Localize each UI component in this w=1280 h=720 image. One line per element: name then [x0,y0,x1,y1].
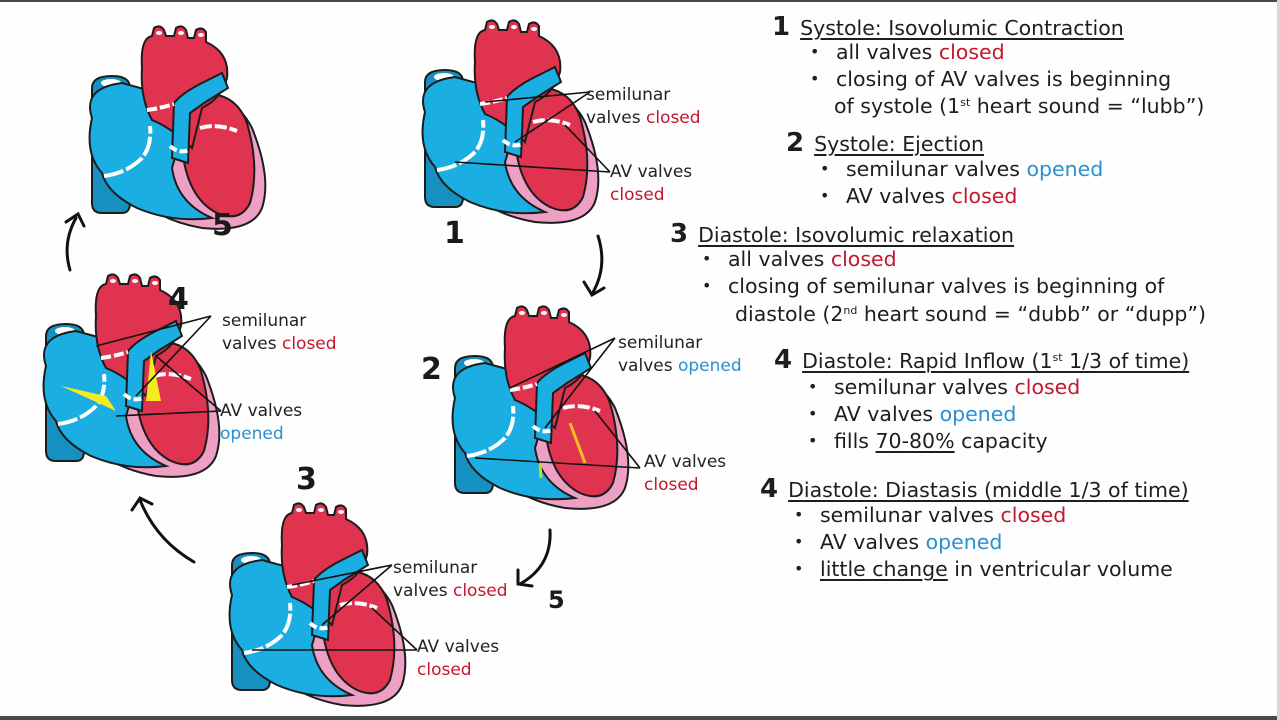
arrow-2-to-3 [516,528,552,588]
phase-4a-bullet-1: semilunar valves closed [808,375,1080,399]
phase-3-bullet-1: all valves closed [702,247,897,271]
phase-2-bullet-2: AV valves closed [820,184,1017,208]
phase-4a-bullet-3: fills 70-80% capacity [808,429,1048,453]
phase-4b-bullet-1: semilunar valves closed [794,503,1066,527]
arrow-label-5: 5 [548,586,565,614]
stage-number-5: 5 [212,208,233,243]
heart-3-av-label: AV valves closed [417,637,500,680]
stage-number-4: 4 [168,282,189,317]
heart-diagram-stage-2 [445,304,641,518]
phase-4b-bullet-3: little change in ventricular volume [794,557,1173,581]
phase-1-bullet-1: all valves closed [810,40,1005,64]
heart-4-av-label: AV valves opened [220,401,303,444]
heart-diagram-stage-5 [82,24,272,238]
phase-4a-bullet-2: AV valves opened [808,402,1016,426]
phase-2-bullet-1: semilunar valves opened [820,157,1103,181]
heart-diagram-stage-4 [36,272,226,486]
heart-4-semilunar-label: semilunar valves closed [222,311,337,354]
arrow-1-to-2 [582,234,606,298]
heart-diagram-stage-1 [415,18,611,232]
stage-number-1: 1 [444,216,465,251]
stage-number-3: 3 [296,462,317,497]
heart-2-semilunar-label: semilunar valves opened [618,333,742,376]
phase-3-bullet-2: closing of semilunar valves is beginning… [702,274,1164,298]
frame-right-border [1277,0,1280,720]
phase-1-bullet-2: closing of AV valves is beginning [810,67,1171,91]
stage-number-2: 2 [421,352,442,387]
heart-3-semilunar-label: semilunar valves closed [393,558,508,601]
phase-1-bullet-2-continued: of systole (1st heart sound = “lubb”) [834,94,1205,118]
frame-bottom-border [0,716,1280,720]
heart-1-av-label: AV valves closed [610,162,693,205]
frame-top-border [0,0,1280,2]
heart-1-semilunar-label: semilunar valves closed [586,85,701,128]
heart-diagram-stage-3 [222,501,418,715]
arrow-4-to-5 [64,211,86,272]
phase-4b-bullet-2: AV valves opened [794,530,1002,554]
heart-2-av-label: AV valves closed [644,452,727,495]
arrow-3-to-4 [130,496,196,564]
phase-3-bullet-2-continued: diastole (2nd heart sound = “dubb” or “d… [735,302,1207,326]
